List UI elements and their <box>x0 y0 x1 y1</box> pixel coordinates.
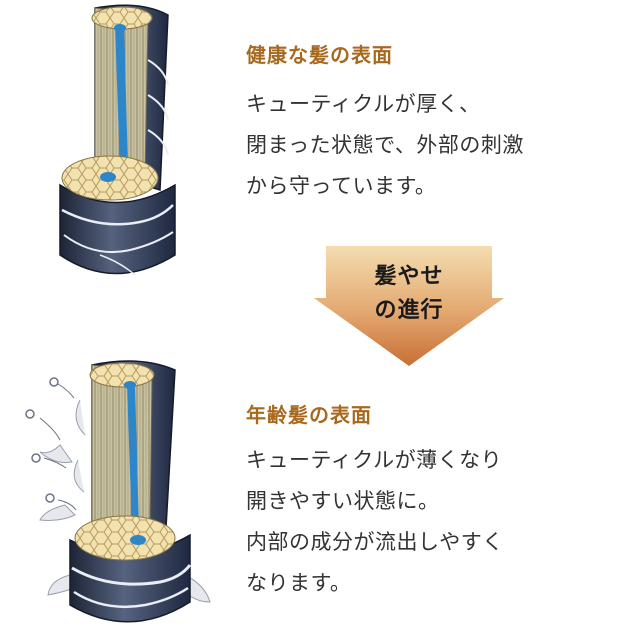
aging-line-3: 内部の成分が流出しやすく <box>246 530 504 554</box>
aging-line-4: なります。 <box>246 571 352 595</box>
healthy-line-1: キューティクルが厚く、 <box>246 92 481 116</box>
aging-hair-illustration <box>10 340 220 639</box>
arrow-down-icon <box>314 246 504 366</box>
healthy-hair-illustration <box>40 0 200 285</box>
arrow-label-line-2: の進行 <box>374 298 444 323</box>
healthy-line-3: から守っています。 <box>246 174 437 198</box>
healthy-hair-description: キューティクルが厚く、 閉まった状態で、外部の刺激 から守っています。 <box>246 84 524 207</box>
healthy-line-2: 閉まった状態で、外部の刺激 <box>246 133 524 157</box>
aging-line-2: 開きやすい状態に。 <box>246 489 440 513</box>
healthy-hair-title: 健康な髪の表面 <box>246 43 393 67</box>
aging-line-1: キューティクルが薄くなり <box>246 448 503 472</box>
aging-hair-description: キューティクルが薄くなり 開きやすい状態に。 内部の成分が流出しやすく なります… <box>246 440 504 604</box>
aging-hair-title: 年齢髪の表面 <box>246 403 372 427</box>
progression-arrow: 髪やせ の進行 <box>314 246 504 366</box>
arrow-label-line-1: 髪やせ <box>374 264 444 289</box>
